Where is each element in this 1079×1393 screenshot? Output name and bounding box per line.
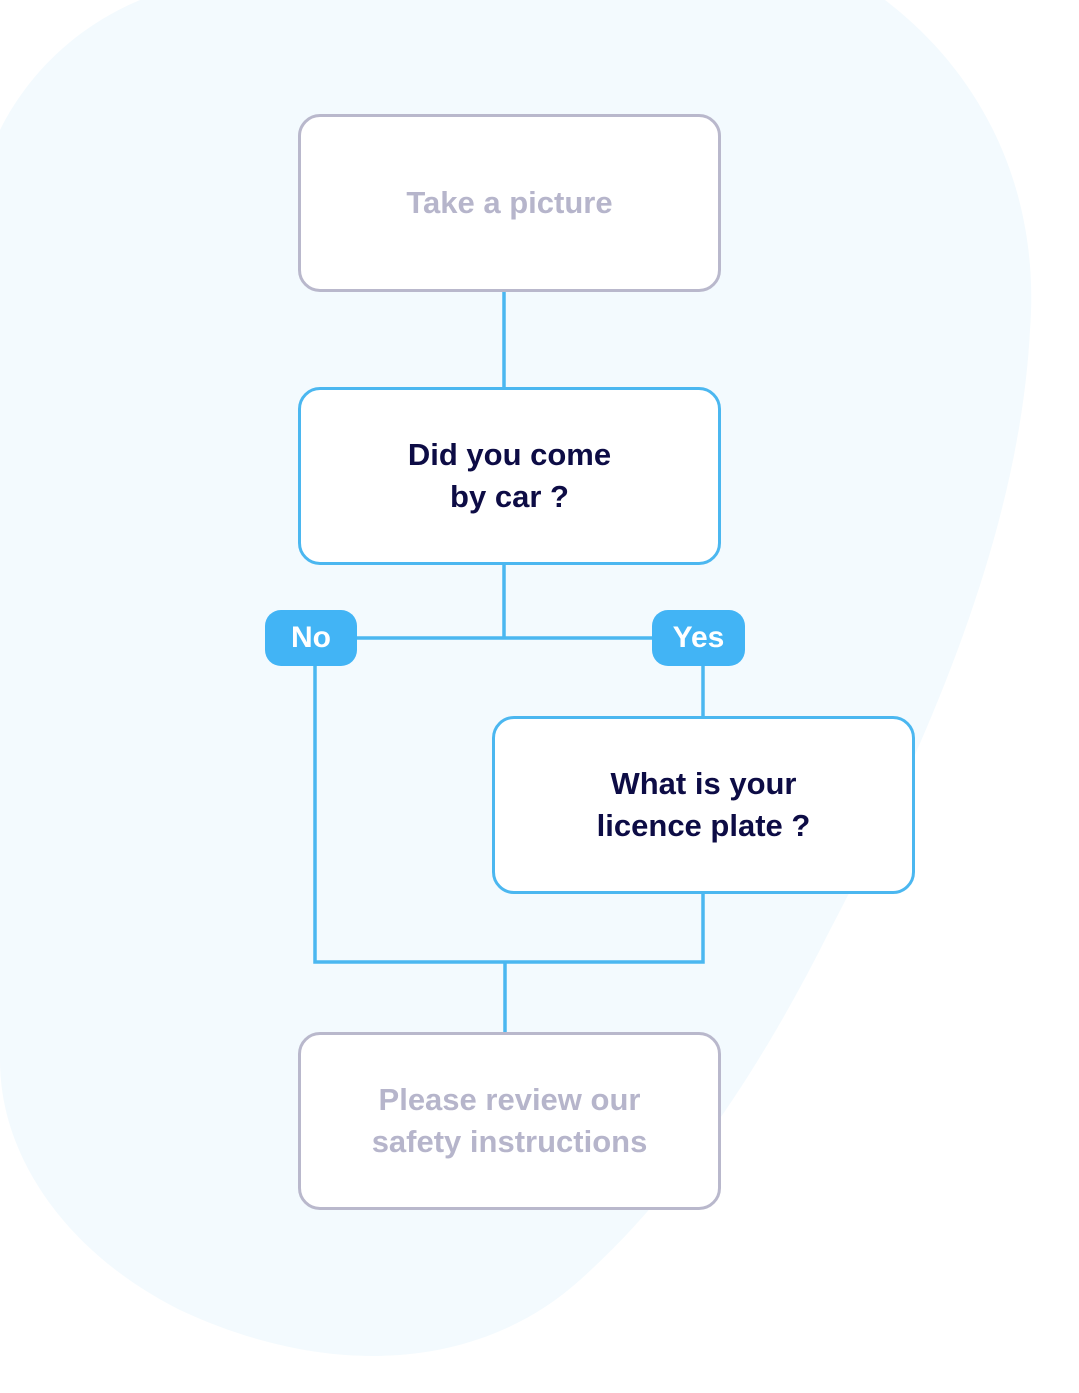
background-blob-shape: [0, 0, 1032, 1356]
branch-no-label: No: [291, 621, 331, 654]
branch-no-pill: No: [265, 610, 357, 666]
node-came-by-car-label: Did you come by car ?: [407, 437, 612, 514]
branch-yes-pill: Yes: [652, 610, 745, 666]
node-came-by-car-question: Did you come by car ?: [298, 387, 721, 565]
node-safety-instructions: Please review our safety instructions: [298, 1032, 721, 1210]
node-take-picture: Take a picture: [298, 114, 721, 292]
node-safety-label: Please review our safety instructions: [371, 1082, 648, 1159]
connector-licence-to-merge: [505, 894, 705, 964]
node-licence-plate-question: What is your licence plate ?: [492, 716, 915, 894]
connector-no-to-merge: [313, 666, 505, 964]
node-take-picture-label: Take a picture: [406, 185, 613, 220]
node-licence-plate-label: What is your licence plate ?: [596, 766, 811, 843]
branch-yes-label: Yes: [672, 621, 725, 654]
